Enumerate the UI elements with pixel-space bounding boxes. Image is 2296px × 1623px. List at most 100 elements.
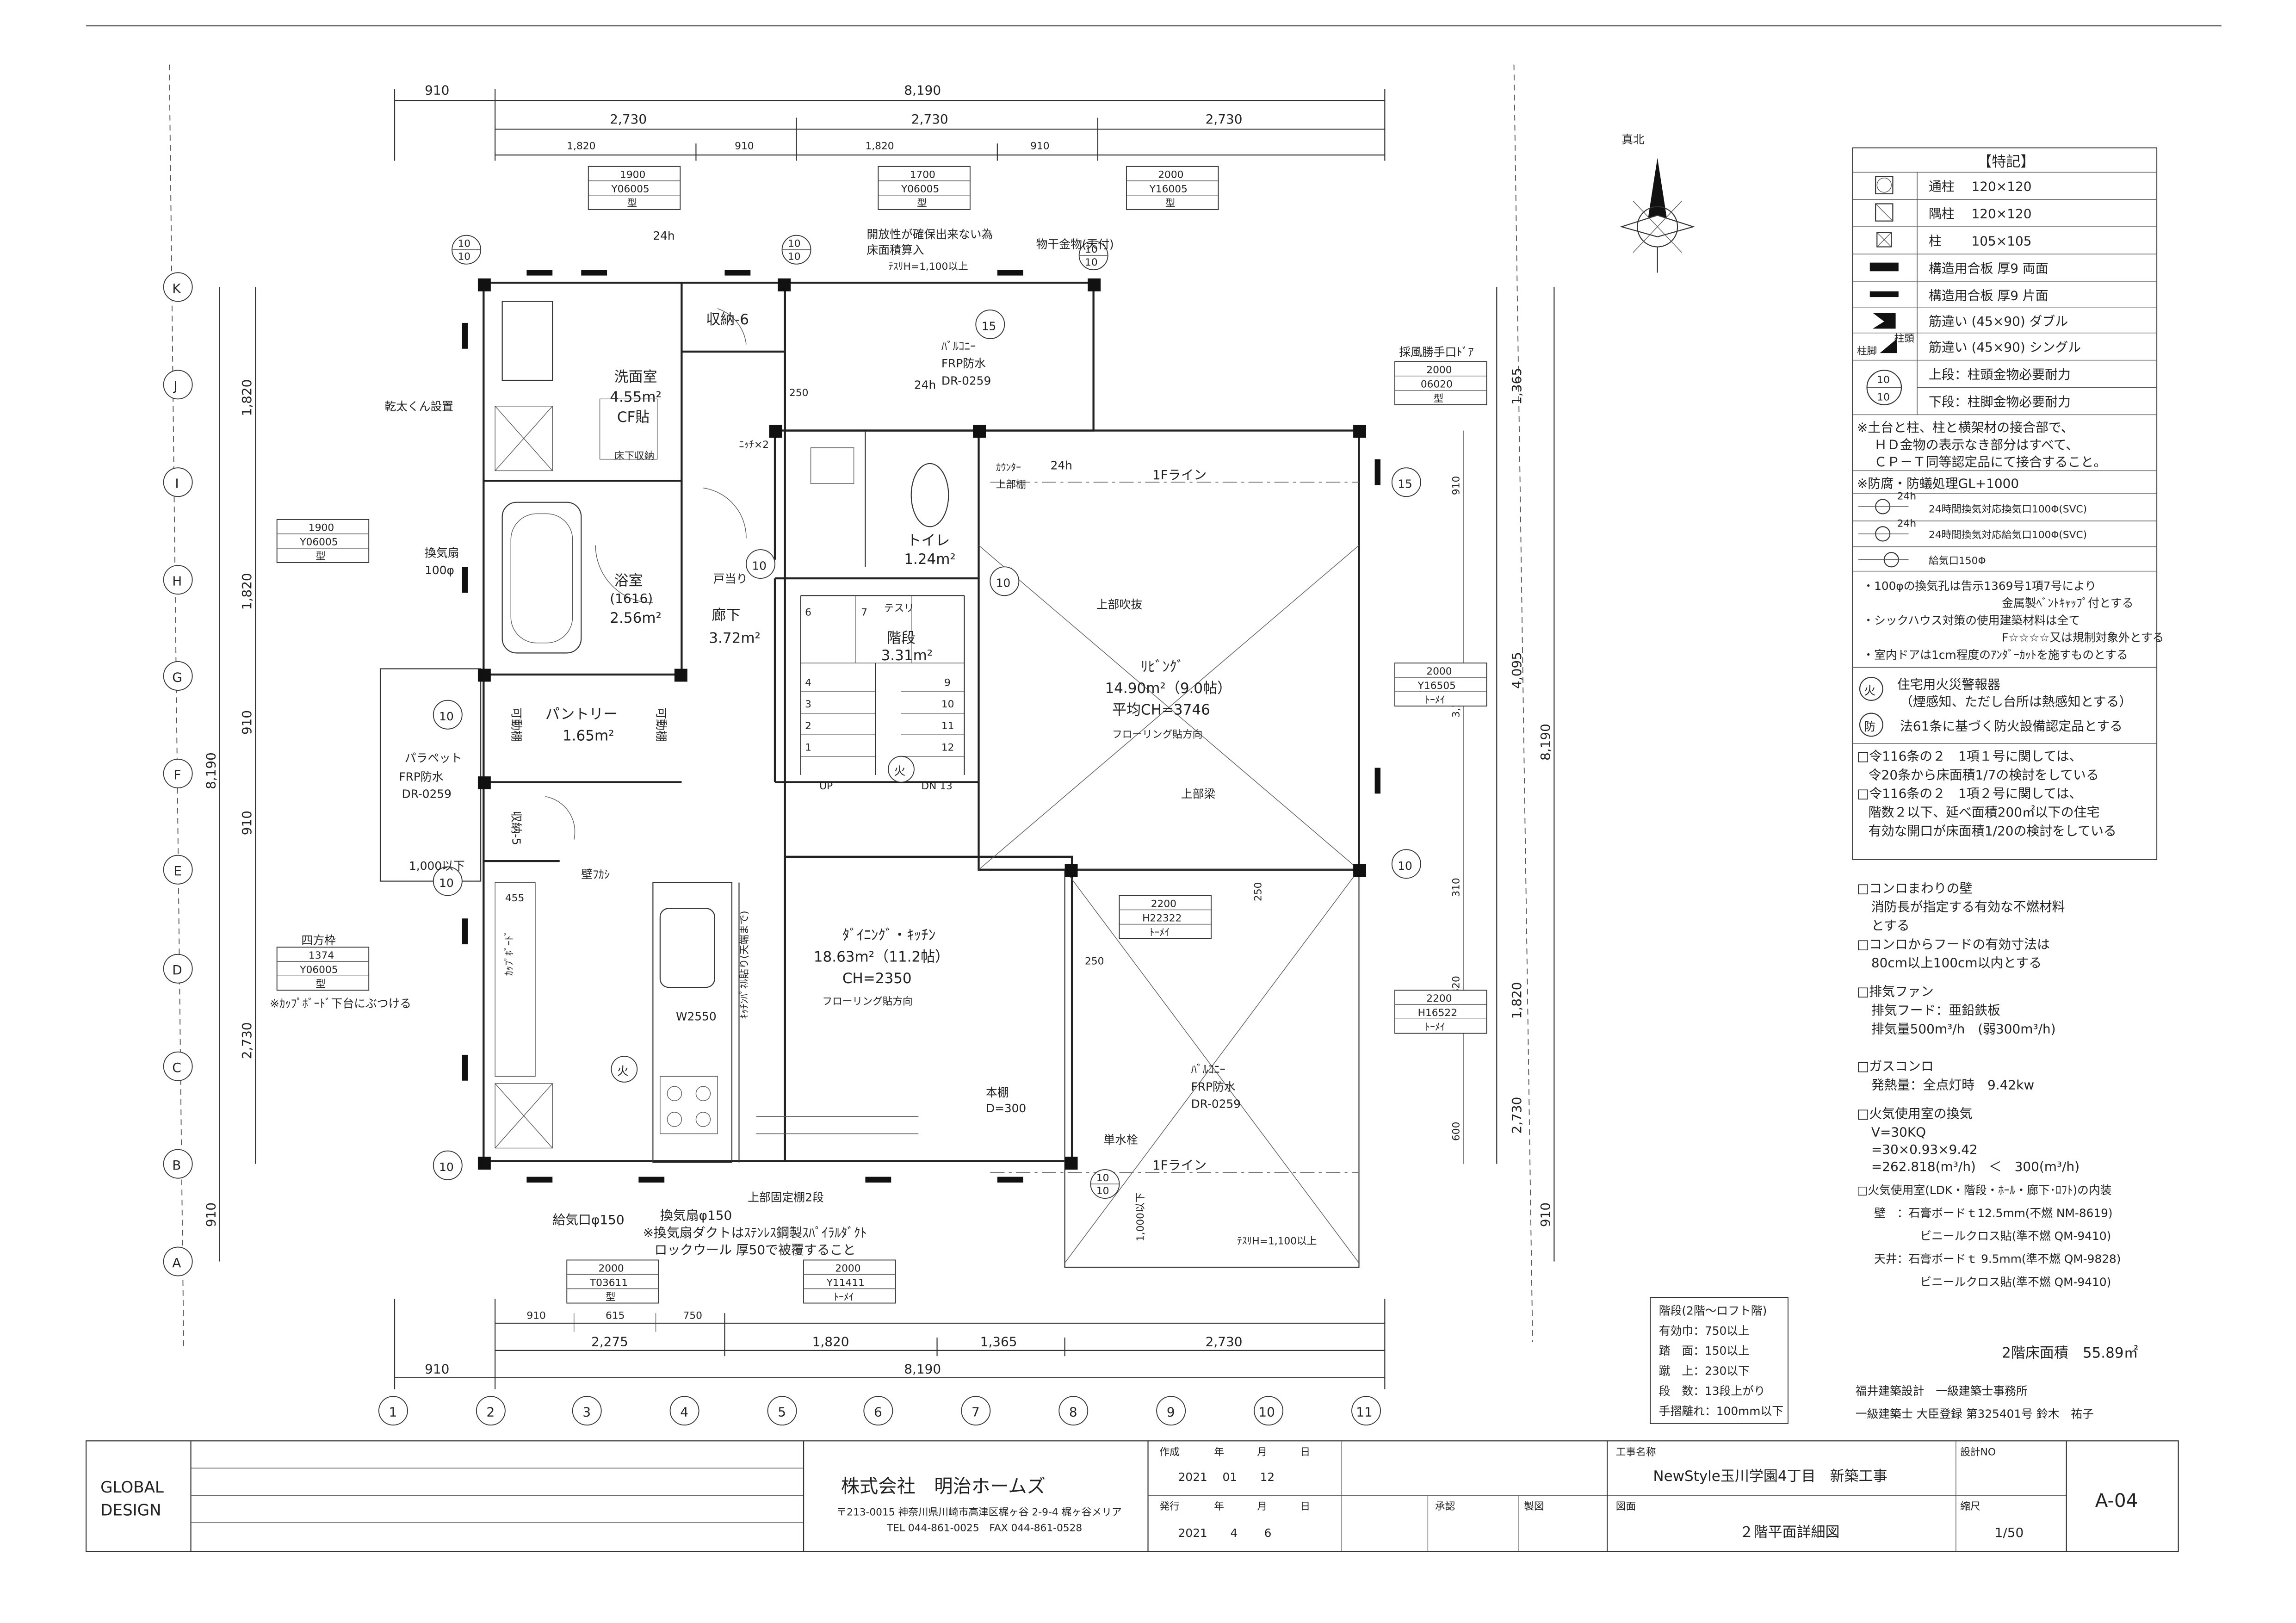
svg-text:5: 5	[778, 1405, 786, 1420]
svg-text:2200: 2200	[1151, 898, 1176, 910]
svg-text:910: 910	[203, 1202, 218, 1227]
svg-text:2: 2	[487, 1405, 495, 1420]
svg-text:1900: 1900	[309, 522, 334, 534]
svg-text:V=30KQ: V=30KQ	[1871, 1125, 1926, 1140]
svg-text:14.90m²（9.0帖）: 14.90m²（9.0帖）	[1105, 680, 1232, 697]
svg-text:承認: 承認	[1435, 1501, 1455, 1512]
svg-text:工事名称: 工事名称	[1616, 1446, 1656, 1458]
svg-text:3.31m²: 3.31m²	[881, 647, 933, 664]
svg-text:〒213-0015 神奈川県川崎市高津区梶ヶ谷 2-9-4: 〒213-0015 神奈川県川崎市高津区梶ヶ谷 2-9-4 梶ヶ谷メリア	[836, 1507, 1121, 1518]
svg-text:10: 10	[1085, 244, 1098, 255]
dim-top-2730-b: 2,730	[911, 112, 948, 127]
drawing-scale: 1/50	[1995, 1525, 2024, 1540]
room-dining-kitchen: ﾀﾞｲﾆﾝｸﾞ・ｷｯﾁﾝ	[842, 927, 936, 944]
svg-text:通柱 120×120: 通柱 120×120	[1929, 179, 2032, 194]
svg-text:24時間換気対応換気口100Φ(SVC): 24時間換気対応換気口100Φ(SVC)	[1929, 503, 2087, 515]
svg-text:令20条から床面積1/7の検討をしている: 令20条から床面積1/7の検討をしている	[1869, 767, 2099, 782]
svg-text:6: 6	[805, 607, 811, 619]
svg-text:D: D	[172, 962, 182, 978]
svg-text:図面: 図面	[1616, 1501, 1636, 1512]
svg-text:H22322: H22322	[1142, 912, 1182, 924]
svg-text:排気フード：亜鉛鉄板: 排気フード：亜鉛鉄板	[1871, 1003, 2000, 1018]
svg-text:ﾆｯﾁ×2: ﾆｯﾁ×2	[739, 439, 769, 451]
window-tag-top-2: 1700 Y06005 型	[878, 166, 971, 210]
svg-text:月: 月	[1257, 1446, 1267, 1458]
svg-text:上段：柱頭金物必要耐力: 上段：柱頭金物必要耐力	[1929, 367, 2071, 382]
svg-text:(1616): (1616)	[610, 591, 653, 606]
svg-text:型: 型	[606, 1291, 616, 1303]
svg-text:上部棚: 上部棚	[996, 479, 1026, 491]
created-date: 2021 01 12	[1178, 1470, 1275, 1484]
svg-text:開放性が確保出来ない為: 開放性が確保出来ない為	[867, 228, 993, 241]
svg-text:250: 250	[1085, 955, 1104, 967]
floor-area: 2階床面積 55.89㎡	[2002, 1344, 2138, 1361]
svg-text:1.65m²: 1.65m²	[563, 728, 614, 744]
svg-text:日: 日	[1300, 1501, 1310, 1512]
svg-text:910: 910	[1451, 476, 1462, 495]
svg-text:設計NO: 設計NO	[1960, 1446, 1996, 1458]
svg-text:Y06005: Y06005	[299, 537, 338, 548]
svg-text:踏 面：150以上: 踏 面：150以上	[1659, 1344, 1750, 1357]
svg-text:1Fライン: 1Fライン	[1152, 1158, 1207, 1173]
svg-text:10: 10	[1877, 374, 1890, 386]
svg-text:型: 型	[316, 979, 326, 990]
svg-text:壁 ：石膏ボードｔ12.5mm(不燃 NM-8619): 壁 ：石膏ボードｔ12.5mm(不燃 NM-8619)	[1874, 1206, 2113, 1220]
room-living: ﾘﾋﾞﾝｸﾞ	[1141, 659, 1184, 675]
svg-text:12: 12	[941, 742, 954, 753]
svg-text:Y06005: Y06005	[299, 964, 338, 976]
svg-text:250: 250	[789, 387, 808, 399]
window-tag-right-1: 採風勝手口ﾄﾞｱ 2000 06020 型	[1394, 345, 1487, 405]
svg-text:本棚: 本棚	[986, 1086, 1009, 1099]
svg-text:構造用合板 厚9 両面: 構造用合板 厚9 両面	[1929, 260, 2048, 276]
stair-spec-box: 階段(2階～ロフト階) 有効巾：750以上 踏 面：150以上 蹴 上：230以…	[1650, 1297, 1789, 1425]
svg-text:金属製ﾍﾞﾝﾄｷｬｯﾌﾟ付とする: 金属製ﾍﾞﾝﾄｷｬｯﾌﾟ付とする	[2002, 596, 2133, 610]
svg-text:10: 10	[1085, 257, 1098, 268]
svg-text:消防長が指定する有効な不燃材料: 消防長が指定する有効な不燃材料	[1871, 899, 2065, 915]
company-name: 株式会社 明治ホームズ	[841, 1475, 1046, 1497]
architect-reg: 一級建築士 大臣登録 第325401号 鈴木 祐子	[1856, 1407, 2094, 1421]
room-balcony-bottom: ﾊﾞﾙｺﾆｰ	[1191, 1063, 1225, 1076]
svg-text:ｶｯﾌﾟﾎﾞｰﾄﾞ: ｶｯﾌﾟﾎﾞｰﾄﾞ	[503, 931, 515, 976]
project-name: NewStyle玉川学園4丁目 新築工事	[1653, 1468, 1887, 1485]
svg-text:CF貼: CF貼	[617, 409, 650, 426]
svg-text:フローリング貼方向: フローリング貼方向	[1112, 729, 1202, 740]
svg-text:910: 910	[239, 811, 254, 835]
svg-text:10: 10	[752, 559, 767, 572]
dim-top-910: 910	[425, 83, 449, 98]
svg-text:DR-0259: DR-0259	[1191, 1097, 1241, 1111]
svg-text:4: 4	[680, 1405, 688, 1420]
svg-text:9: 9	[1167, 1405, 1175, 1420]
svg-text:FRP防水: FRP防水	[941, 357, 986, 370]
svg-text:ＨＤ金物の表示なき部分はすべて、: ＨＤ金物の表示なき部分はすべて、	[1874, 437, 2079, 452]
svg-text:火: 火	[1864, 684, 1875, 697]
svg-text:ﾃｽﾘH=1,100以上: ﾃｽﾘH=1,100以上	[888, 261, 968, 273]
svg-text:□令116条の２ 1項１号に関しては、: □令116条の２ 1項１号に関しては、	[1857, 749, 2082, 764]
plan-annotations: 開放性が確保出来ない為 床面積算入 ﾃｽﾘH=1,100以上 物干金物(天付) …	[384, 228, 1317, 1258]
room-balcony-top: ﾊﾞﾙｺﾆｰ	[941, 340, 976, 353]
svg-text:910: 910	[239, 710, 254, 735]
svg-text:筋違い (45×90) ダブル: 筋違い (45×90) ダブル	[1929, 314, 2068, 329]
svg-text:排気量500m³/h (弱300m³/h): 排気量500m³/h (弱300m³/h)	[1871, 1021, 2056, 1036]
svg-text:615: 615	[606, 1310, 625, 1322]
svg-text:11: 11	[941, 720, 954, 732]
dim-top-1820-a: 1,820	[567, 141, 595, 152]
svg-text:ﾄｰﾒｲ: ﾄｰﾒｲ	[1425, 694, 1445, 706]
svg-text:J: J	[173, 378, 177, 394]
svg-text:床面積算入: 床面積算入	[867, 243, 924, 257]
svg-text:TEL 044-861-0025 FAX 044-861-0: TEL 044-861-0025 FAX 044-861-0528	[886, 1523, 1082, 1534]
architect-office: 福井建築設計 一級建築士事務所	[1856, 1384, 2028, 1398]
room-pantry: パントリー	[545, 706, 618, 723]
svg-text:蹴 上：230以下: 蹴 上：230以下	[1659, 1364, 1750, 1378]
svg-text:※土台と柱、柱と横架材の接合部で、: ※土台と柱、柱と横架材の接合部で、	[1857, 420, 2074, 435]
svg-text:□排気ファン: □排気ファン	[1857, 984, 1934, 999]
svg-text:発熱量：全点灯時 9.42kw: 発熱量：全点灯時 9.42kw	[1871, 1077, 2034, 1092]
svg-text:□令116条の２ 1項２号に関しては、: □令116条の２ 1項２号に関しては、	[1857, 786, 2082, 801]
dim-top-total: 8,190	[904, 83, 941, 98]
svg-text:ビニールクロス貼(準不燃 QM-9410): ビニールクロス貼(準不燃 QM-9410)	[1920, 1275, 2111, 1288]
svg-text:=262.818(m³/h) ＜ 300(m³/h): =262.818(m³/h) ＜ 300(m³/h)	[1871, 1159, 2079, 1174]
svg-text:・100φの換気孔は告示1369号1項7号により: ・100φの換気孔は告示1369号1項7号により	[1863, 579, 2096, 593]
svg-text:4: 4	[805, 677, 811, 689]
svg-text:10: 10	[1398, 859, 1412, 873]
svg-text:F: F	[173, 767, 181, 782]
